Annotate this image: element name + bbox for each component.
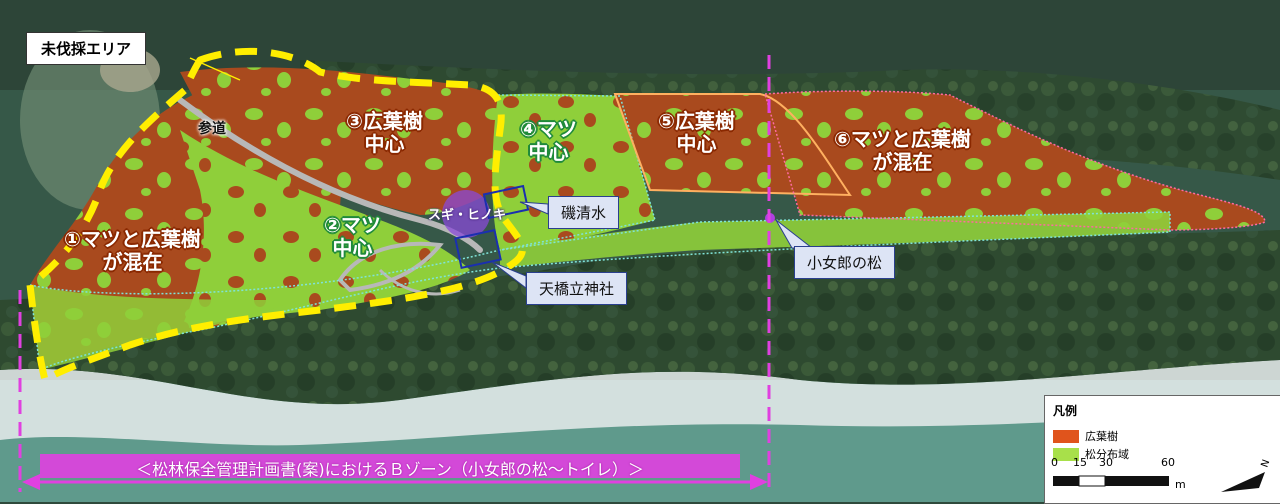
scale-bar-seg3: [1105, 476, 1169, 486]
legend-item-pine: 松分布域: [1053, 446, 1129, 462]
north-arrow-icon: [1221, 472, 1265, 492]
unlogged-area-outline: [26, 47, 526, 384]
zone6-label-line2: が混在: [872, 150, 933, 174]
zone6-label: ⑥マツと広葉樹 が混在: [834, 128, 971, 174]
shrine-callout: 天橋立神社: [526, 272, 628, 305]
legend-item-broadleaf: 広葉樹: [1053, 428, 1118, 444]
legend-swatch-broadleaf: [1053, 429, 1079, 443]
zone4-label: ④マツ 中心: [520, 118, 577, 164]
zone2-label-line2: 中心: [332, 236, 373, 260]
zone3-label-line2: 中心: [364, 132, 405, 156]
zone1-label-line1: ①マツと広葉樹: [64, 227, 201, 251]
map-legend: 凡例 広葉樹 松分布域 0 15 30 60 N m: [1044, 395, 1280, 504]
zone3-label-line1: ③広葉樹: [346, 109, 423, 133]
zone6-area: [765, 91, 1265, 230]
scale-bar: N: [1053, 458, 1272, 492]
isoshimizu-box: [482, 184, 530, 220]
pine-strip: [500, 212, 1170, 268]
kojoro-pine-callout: 小女郎の松: [794, 246, 896, 279]
legend-swatch-pine: [1053, 447, 1079, 461]
zone2-area: [180, 130, 470, 330]
scale-bar-seg1: [1053, 476, 1079, 486]
scale-unit: m: [1175, 478, 1186, 491]
sugi-hinoki-marker: [442, 190, 490, 238]
scale-tick-30: 30: [1099, 456, 1113, 469]
zone2-label-line1: ②マツ: [324, 213, 381, 237]
north-arrow-n-icon: N: [1259, 458, 1272, 469]
legend-label-broadleaf: 広葉樹: [1085, 430, 1118, 443]
zone4-label-line1: ④マツ: [520, 117, 577, 141]
scale-tick-60: 60: [1161, 456, 1175, 469]
legend-title: 凡例: [1053, 404, 1078, 418]
zone-b-arrow-left: [22, 474, 40, 490]
isoshimizu-callout: 磯清水: [548, 196, 620, 229]
unlogged-pointer: [189, 57, 241, 81]
zone4-label-line2: 中心: [528, 140, 569, 164]
scale-tick-15: 15: [1073, 456, 1087, 469]
unlogged-area-label: 未伐採エリア: [26, 32, 147, 65]
zone4-outline: [497, 94, 656, 251]
zone-b-caption: ＜松林保全管理計画書(案)におけるＢゾーン（小女郎の松～トイレ）＞: [136, 460, 644, 479]
zone1-label-line2: が混在: [102, 250, 163, 274]
zone5-label-line1: ⑤広葉樹: [658, 109, 735, 133]
zone1-label: ①マツと広葉樹 が混在: [64, 228, 201, 274]
zone5-label-line2: 中心: [676, 132, 717, 156]
scale-bar-seg2: [1078, 475, 1106, 487]
zone2-label: ②マツ 中心: [324, 214, 381, 260]
zone3-area: [180, 67, 498, 215]
road-loop: [337, 241, 444, 293]
zone-b-caption-bg: [40, 454, 740, 478]
zone5-label: ⑤広葉樹 中心: [658, 110, 735, 156]
zone3-label: ③広葉樹 中心: [346, 110, 423, 156]
beach: [0, 360, 1280, 446]
zone6-label-line1: ⑥マツと広葉樹: [834, 127, 971, 151]
zone6-outline: [764, 90, 1266, 231]
forest-strip: [0, 230, 1280, 405]
pine-strip-left: [30, 285, 300, 370]
sugi-hinoki-label: スギ・ヒノキ: [428, 208, 507, 223]
zone-outline-cyan: [29, 211, 1171, 372]
shrine-box: [454, 228, 502, 270]
approach-road-label: 参道: [198, 121, 226, 137]
scale-tick-0: 0: [1051, 456, 1058, 469]
zone-b-arrow-right: [750, 474, 768, 490]
legend-label-pine: 松分布域: [1085, 448, 1129, 461]
